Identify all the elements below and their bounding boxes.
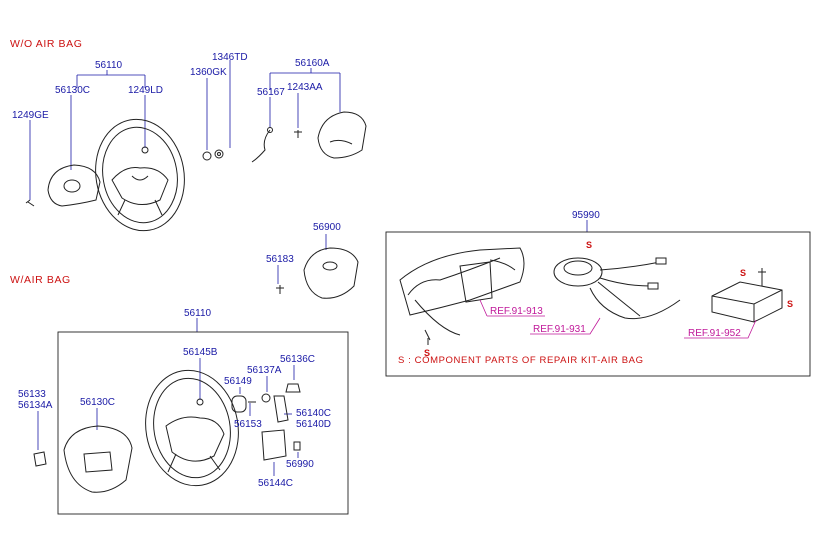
- sdm-unit-edges: [711, 289, 783, 322]
- clip-56133: [33, 451, 47, 467]
- steering-wheel-no-airbag-group: 56110 56130C 1249LD 1249GE: [12, 60, 185, 232]
- label-1243aa: 1243AA: [287, 82, 323, 93]
- airbag-module-56900: [303, 247, 359, 299]
- marker-s-harness: S: [424, 348, 430, 358]
- part-56990: [293, 441, 301, 451]
- screw-1243aa: [294, 130, 302, 138]
- airbag-steering-wheel-spokes: [167, 453, 221, 473]
- label-56130c-bottom: 56130C: [80, 397, 115, 408]
- label-56130c-top: 56130C: [55, 85, 90, 96]
- label-95990: 95990: [572, 210, 600, 221]
- horn-cover-group: 56160A 1243AA 56167: [251, 58, 367, 163]
- washer-1360gk: [202, 151, 212, 161]
- label-56136c: 56136C: [280, 354, 315, 365]
- airbag-wiring-harness: [407, 257, 516, 336]
- horn-wire-56167: [251, 129, 271, 163]
- label-1346td: 1346TD: [212, 52, 248, 63]
- airbag-steering-wheel-rim-inner: [153, 377, 231, 479]
- ref-91-931: REF.91-931: [533, 324, 586, 335]
- horn-cover-detail: [329, 139, 353, 145]
- nut-56145b: [196, 398, 204, 406]
- horn-cover-56160a: [317, 111, 367, 159]
- clock-spring-connector-2: [647, 282, 659, 290]
- leader-56160a: [269, 68, 341, 112]
- label-56167: 56167: [257, 87, 285, 98]
- ref-underline-952: [684, 319, 757, 339]
- label-1249ge: 1249GE: [12, 110, 49, 121]
- clock-spring-group: S REF.91-931: [530, 240, 681, 335]
- label-1249ld: 1249LD: [128, 85, 163, 96]
- part-56136c: [285, 383, 301, 393]
- nut-1346td-hole: [217, 152, 221, 156]
- clock-spring-connector-1: [655, 257, 667, 265]
- marker-s-bolt: S: [740, 268, 746, 278]
- clock-spring-rotor: [563, 260, 593, 276]
- steering-wheel-hub: [111, 167, 169, 205]
- part-56149: [231, 395, 247, 413]
- marker-s-sdm: S: [787, 299, 793, 309]
- label-1360gk: 1360GK: [190, 67, 227, 78]
- airbag-steering-wheel-rim-outer: [145, 369, 239, 487]
- sdm-bolt: [758, 268, 766, 286]
- sdm-unit-group: S S REF.91-952: [684, 268, 793, 339]
- steering-wheel-rim-outer: [95, 118, 185, 232]
- label-56137a: 56137A: [247, 365, 282, 376]
- steering-wheel-spokes: [117, 175, 163, 216]
- ref-91-952: REF.91-952: [688, 328, 741, 339]
- dashboard-outline: [399, 247, 525, 316]
- airbag-pad-56130c: [63, 425, 133, 493]
- horn-pad-emblem: [63, 179, 81, 193]
- cover-56144c: [261, 429, 287, 461]
- label-56160a: 56160A: [295, 58, 330, 69]
- section-heading-without-airbag: W/O AIR BAG: [10, 38, 83, 50]
- label-56144c: 56144C: [258, 478, 293, 489]
- leader-56110-top: [76, 70, 146, 88]
- label-56140c: 56140C: [296, 408, 331, 419]
- airbag-module-emblem: [322, 261, 338, 271]
- dashboard-cluster: [459, 261, 493, 303]
- label-56145b: 56145B: [183, 347, 218, 358]
- nut-1249ld: [141, 146, 149, 154]
- airbag-harness-group: S REF.91-913: [399, 247, 545, 358]
- steering-wheel-rim-inner: [102, 126, 178, 224]
- label-56149: 56149: [224, 376, 252, 387]
- horn-wire-terminal: [267, 127, 273, 133]
- section-heading-with-airbag: W/AIR BAG: [10, 274, 71, 286]
- nut-56137a: [261, 393, 271, 403]
- label-56153: 56153: [234, 419, 262, 430]
- ref-91-913: REF.91-913: [490, 306, 543, 317]
- airbag-system-box: [385, 231, 811, 377]
- marker-s-clock-spring: S: [586, 240, 592, 250]
- bracket-56140: [273, 395, 289, 423]
- repair-kit-note: S : COMPONENT PARTS OF REPAIR KIT-AIR BA…: [398, 355, 644, 366]
- label-56133: 56133: [18, 389, 46, 400]
- horn-contact-group: 1346TD 1360GK: [190, 52, 248, 161]
- horn-pad: [47, 164, 101, 207]
- screw-1249ge: [25, 199, 35, 207]
- airbag-steering-wheel-hub: [165, 416, 225, 462]
- screw-56183: [276, 285, 284, 294]
- steering-wheel-airbag-box: [57, 331, 349, 515]
- label-56900: 56900: [313, 222, 341, 233]
- nut-1346td: [214, 149, 224, 159]
- ref-underline-913: [479, 299, 545, 317]
- airbag-module-group: 56900 56183: [266, 222, 359, 299]
- airbag-pad-panel: [83, 451, 113, 473]
- label-56183: 56183: [266, 254, 294, 265]
- clock-spring-body: [553, 257, 603, 287]
- clock-spring-wires: [589, 261, 681, 320]
- sdm-unit-body: [711, 281, 783, 323]
- steering-wheel-airbag-group: 56133 56134A 56130C 56145B 56149 56153 5…: [18, 347, 331, 493]
- label-56134a: 56134A: [18, 400, 53, 411]
- label-56110-top: 56110: [95, 60, 123, 71]
- ref-underline-931: [530, 317, 601, 335]
- label-56140d: 56140D: [296, 419, 331, 430]
- label-56110-bottom: 56110: [184, 308, 212, 319]
- label-56990: 56990: [286, 459, 314, 470]
- harness-connector: [424, 329, 431, 345]
